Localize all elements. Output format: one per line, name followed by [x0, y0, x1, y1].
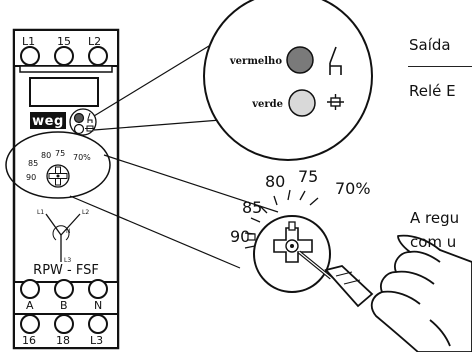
phase-label: L1: [37, 209, 44, 216]
led-callout: vermelho verde: [93, 0, 373, 161]
dial-highlight: [5, 131, 111, 199]
caption-output: Saída: [409, 36, 451, 54]
terminal-label-bottom: 16: [22, 334, 36, 347]
model-label: RPW - FSF: [33, 263, 99, 278]
relay-coil-icon: [327, 94, 344, 110]
weg-logo: weg: [30, 112, 66, 129]
terminal-label-bottom: 18: [56, 334, 70, 347]
terminal-label-top: 15: [57, 35, 71, 48]
terminal-screw: [20, 279, 40, 299]
terminal-screw: [88, 314, 108, 334]
caption-adjustment-line1: A regu: [410, 209, 460, 227]
terminal-screw: [54, 279, 74, 299]
relay-device: L1 15 L2 weg 80 75 70% 85 90: [5, 28, 120, 350]
relay-contact-icon: [329, 46, 342, 75]
terminal-label-bottom: B: [60, 299, 68, 312]
terminal-screw: [20, 314, 40, 334]
dial-label-small: 85: [28, 159, 38, 168]
terminal-screw: [88, 279, 108, 299]
dial-label: 70%: [335, 179, 371, 198]
caption-relay: Relé E: [409, 82, 456, 100]
red-led-label: vermelho: [229, 56, 282, 67]
relay-coil-icon: [85, 125, 95, 132]
callout-leader: [93, 37, 223, 117]
terminal-screw: [88, 46, 108, 66]
phase-label: N: [66, 228, 71, 235]
terminal-label-bottom: N: [94, 299, 102, 312]
led-callout-circle: [203, 0, 373, 161]
callout-leader: [69, 195, 241, 269]
phase-label: L3: [64, 257, 71, 264]
red-led-small: [73, 112, 85, 124]
relay-contact-icon: [87, 112, 93, 123]
terminal-label-top: L2: [88, 35, 101, 48]
caption-adjustment-line2: com u: [410, 233, 457, 251]
terminal-label-bottom: L3: [90, 334, 103, 347]
terminal-screw: [54, 46, 74, 66]
led-highlight: [69, 108, 97, 136]
green-led-label: verde: [251, 99, 283, 110]
terminal-screw: [20, 46, 40, 66]
dial-label: 90: [230, 227, 250, 246]
dial-callout: 80 75 70% 85 90: [69, 154, 371, 293]
phase-symbol: L1 L2 L3 N: [37, 209, 89, 264]
screwdriver: [297, 250, 374, 308]
hand: [370, 234, 472, 352]
dial-label: 85: [242, 198, 262, 217]
dial-label-small: 70%: [73, 153, 91, 162]
dial-label: 80: [265, 172, 285, 191]
green-led: [288, 89, 316, 117]
dial-label-small: 75: [55, 149, 65, 158]
terminal-label-top: L1: [22, 35, 35, 48]
dial-label-small: 80: [41, 151, 51, 160]
phase-label: L2: [82, 209, 89, 216]
callout-leader: [103, 154, 279, 213]
dial-label: 75: [298, 167, 318, 186]
terminal-label-bottom: A: [26, 299, 34, 312]
dial-label-small: 90: [26, 173, 36, 182]
terminal-screw: [54, 314, 74, 334]
green-led-small: [73, 123, 85, 135]
display-window: [29, 77, 99, 107]
red-led: [286, 46, 314, 74]
caption-divider: [408, 66, 472, 67]
svg-text:weg: weg: [32, 114, 64, 129]
